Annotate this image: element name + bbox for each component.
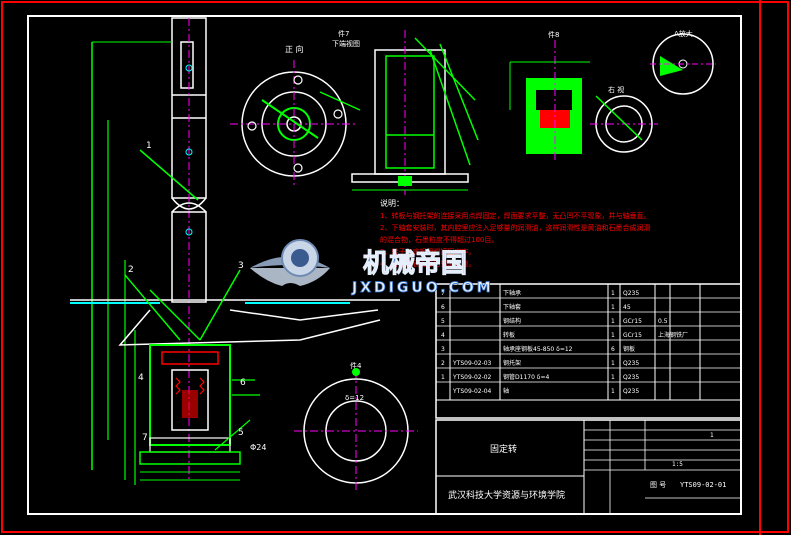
balloon-3: 3 (238, 261, 244, 271)
part8-side-label: 右 视 (608, 85, 624, 94)
bom-cell-no: 6 (441, 304, 445, 311)
bom-cell-no: 5 (441, 318, 445, 325)
notes-line-4: 3、转子与底板用焊接固定牢。 (380, 247, 475, 256)
balloon-1: 1 (146, 141, 152, 151)
bom-cell-mat: 45 (623, 304, 631, 311)
balloon-4: 4 (138, 373, 144, 383)
bom-cell-mat: Q235 (623, 388, 639, 395)
bom-cell-remark: 0.5 (658, 318, 668, 325)
technical-notes: 说明： 1、转板与钢托架的连接采用点焊固定，焊面要求平整，无凸凹不平现象，并与轴… (380, 198, 650, 268)
bom-cell-name: 下轴承 (503, 289, 521, 297)
bom-cell-name: 轴 (503, 387, 509, 395)
bom-cell-name: 钢托架 (503, 359, 521, 367)
bom-cell-code: YTS09-02-02 (452, 374, 492, 381)
notes-line-3: 的混合物，石墨粒度不得超过100目。 (380, 235, 498, 244)
bom-cell-qty: 1 (611, 290, 615, 297)
ring-label: 件4 (350, 361, 362, 370)
bom-cell-name: 转板 (503, 331, 515, 339)
bom-cell-qty: 1 (611, 318, 615, 325)
enlarge-view: A放大 (650, 29, 716, 95)
title-block-no-label: 图 号 (650, 481, 666, 489)
notes-line-1: 1、转板与钢托架的连接采用点焊固定，焊面要求平整，无凸凹不平现象，并与轴垂直。 (380, 211, 650, 220)
bom-cell-mat: Q235 (623, 290, 639, 297)
title-block: 固定转 武汉科技大学资源与环境学院 图 号 YTS09-02-01 1:5 1 (435, 419, 742, 515)
shaft-slot (180, 41, 194, 89)
watermark-en: JXDIGUO.COM (351, 280, 494, 296)
ring-dim: δ=12 (345, 394, 364, 402)
bom-cell-no: 7 (441, 290, 445, 297)
part8-view: 件8 右 视 (509, 30, 658, 160)
title-block-school: 武汉科技大学资源与环境学院 (448, 489, 565, 501)
bom-cell-remark: 上海钢铁厂 (658, 331, 688, 339)
part-ring-view: 件4 δ=12 (294, 361, 418, 492)
bom-cell-mat: GCr15 (623, 332, 642, 339)
title-block-scale: 1:5 (672, 461, 683, 468)
title-block-sheet: 1 (710, 432, 714, 439)
bom-cell-name: 钢管D1170 δ=4 (503, 373, 549, 381)
part8-label: 件8 (548, 30, 559, 39)
bom-cell-qty: 1 (611, 304, 615, 311)
watermark-cn: 机械帝国 (363, 248, 467, 279)
bom-cell-no: 2 (441, 360, 445, 367)
watermark-logo: 机械帝国 JXDIGUO.COM (250, 239, 494, 296)
bom-cell-no: 1 (441, 374, 445, 381)
balloon-6: 6 (240, 378, 246, 388)
balloon-2: 2 (128, 265, 134, 275)
main-assembly-view: 1 2 3 4 5 6 7 Φ24 (70, 17, 400, 485)
bom-cell-code: YTS09-02-03 (452, 360, 492, 367)
bearing-housing (149, 344, 231, 446)
bom-cell-name: 下轴套 (503, 303, 521, 311)
bom-cell-name: 钢结构 (503, 317, 521, 325)
notes-line-2: 2、下轴套安装时，其内腔里应注入足够量的润滑油，这样润滑性是黄油和石墨合成润滑 (380, 223, 650, 232)
bom-cell-no: 3 (441, 346, 445, 353)
bom-cell-qty: 6 (611, 346, 615, 353)
part7-label: 件7 (338, 29, 349, 38)
part7-sub-label: 下端视图 (332, 39, 360, 48)
shaft-lower (171, 211, 207, 303)
bom-cell-mat: 钢板 (623, 345, 635, 353)
front-circle-view: 正 向 (230, 44, 361, 188)
bom-cell-mat: Q235 (623, 374, 639, 381)
drawing-frame (27, 15, 742, 515)
notes-heading: 说明： (380, 198, 404, 208)
bom-cell-qty: 1 (611, 388, 615, 395)
bom-cell-no: 4 (441, 332, 445, 339)
balloon-5: 5 (238, 428, 244, 438)
bom-cell-qty: 1 (611, 374, 615, 381)
bom-cell-qty: 1 (611, 360, 615, 367)
title-block-drawing-no: YTS09-02-01 (680, 481, 726, 489)
part7-view: 件7 下端视图 (332, 29, 479, 195)
bom-cell-mat: Q235 (623, 360, 639, 367)
bom-cell-qty: 1 (611, 332, 615, 339)
bom-cell-name: 轴承座钢板45-850 δ=12 (503, 345, 573, 353)
title-block-title: 固定转 (490, 443, 517, 455)
balloon-7: 7 (142, 433, 148, 443)
notes-line-5: 4、各零件表面涂防锈漆二道。 (380, 259, 475, 268)
bom-cell-code: YTS09-02-04 (452, 388, 492, 395)
bom-cell-mat: GCr15 (623, 318, 642, 325)
front-view-label: 正 向 (285, 44, 304, 54)
dim-phi24: Φ24 (250, 443, 266, 452)
